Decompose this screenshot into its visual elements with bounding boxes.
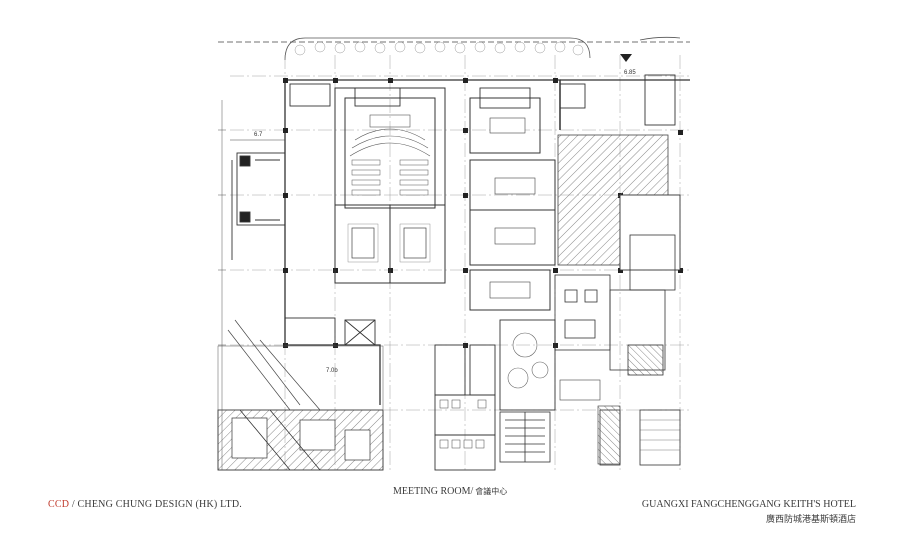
meeting-rooms-east — [469, 97, 556, 311]
drawing-title-en: MEETING ROOM/ — [393, 486, 474, 497]
courtyard — [499, 319, 556, 411]
meeting-tables-east — [489, 117, 536, 299]
firm-credit: CCD / CHENG CHUNG DESIGN (HK) LTD. — [48, 499, 242, 510]
lift-lobby — [284, 317, 376, 346]
north-arrow-icon — [620, 54, 632, 62]
landscape-edge — [284, 37, 591, 61]
diagonal-wing — [227, 319, 321, 411]
tree-row — [294, 41, 584, 56]
classroom-tables — [351, 159, 429, 196]
level-label: 6.7 — [254, 132, 263, 138]
service-rooms-north — [289, 74, 676, 126]
firm-name: / CHENG CHUNG DESIGN (HK) LTD. — [69, 499, 242, 510]
southwest-plan — [217, 409, 384, 471]
hotel-name-en: GUANGXI FANGCHENGGANG KEITH'S HOTEL — [641, 499, 856, 510]
drawing-title: MEETING ROOM/ 會議中心 — [393, 486, 507, 497]
courtyard-planting — [507, 332, 549, 389]
drawing-title-cn: 會議中心 — [473, 487, 508, 496]
theatre-seating — [349, 114, 431, 157]
washroom-core — [554, 274, 666, 376]
level-label: 6.85 — [624, 70, 636, 76]
hotel-name-cn: 廣西防城港基斯頓酒店 — [765, 514, 856, 524]
board-tables — [351, 227, 427, 259]
main-stair — [499, 411, 551, 463]
level-label: 7.0b — [326, 368, 338, 374]
firm-abbrev: CCD — [48, 499, 70, 510]
service-south — [434, 344, 496, 471]
dimension-ticks — [218, 100, 226, 470]
entrance-pavilion — [231, 152, 286, 260]
